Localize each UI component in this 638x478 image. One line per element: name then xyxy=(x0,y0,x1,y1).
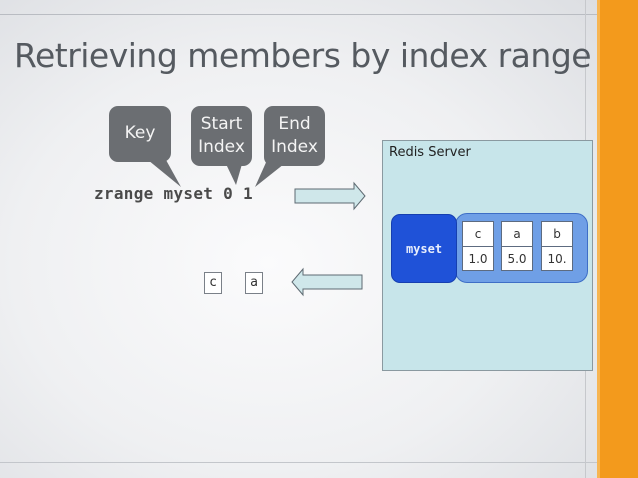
set-key-box: myset xyxy=(391,214,457,283)
set-member-cell: a 5.0 xyxy=(501,221,533,271)
request-arrow xyxy=(294,181,366,211)
cell-divider xyxy=(463,246,493,247)
end-label-line-1: End xyxy=(278,114,311,134)
member-name: b xyxy=(553,227,561,241)
key-bubble xyxy=(109,106,181,187)
start-label-line-1: Start xyxy=(200,114,243,134)
cell-divider xyxy=(542,246,572,247)
start-index-bubble xyxy=(191,106,252,185)
response-arrow xyxy=(291,267,363,297)
cell-divider xyxy=(502,246,532,247)
accent-bar xyxy=(597,0,638,478)
member-name: c xyxy=(474,227,482,241)
top-divider xyxy=(0,14,597,15)
member-name: a xyxy=(513,227,521,241)
start-index-label: Start Index xyxy=(191,113,252,159)
result-member: a xyxy=(245,272,263,294)
key-label-line: Key xyxy=(124,123,156,143)
diagram-shapes xyxy=(109,106,366,297)
member-score: 10. xyxy=(547,252,567,266)
member-score: 1.0 xyxy=(468,252,488,266)
end-index-bubble xyxy=(255,106,325,187)
set-member-cell: c 1.0 xyxy=(462,221,494,271)
slide-title: Retrieving members by index range xyxy=(14,36,592,75)
end-index-label: End Index xyxy=(264,113,325,159)
start-label-line-2: Index xyxy=(198,137,245,157)
zrange-command: zrange myset 0 1 xyxy=(94,184,253,203)
key-bubble-label: Key xyxy=(109,122,171,145)
bottom-divider xyxy=(0,462,597,463)
end-label-line-2: Index xyxy=(271,137,318,157)
redis-server: Redis Server myset c 1.0 a 5.0 b 10. xyxy=(382,140,593,371)
result-member: c xyxy=(204,272,222,294)
server-label: Redis Server xyxy=(389,145,471,160)
set-member-cell: b 10. xyxy=(541,221,573,271)
member-score: 5.0 xyxy=(507,252,527,266)
